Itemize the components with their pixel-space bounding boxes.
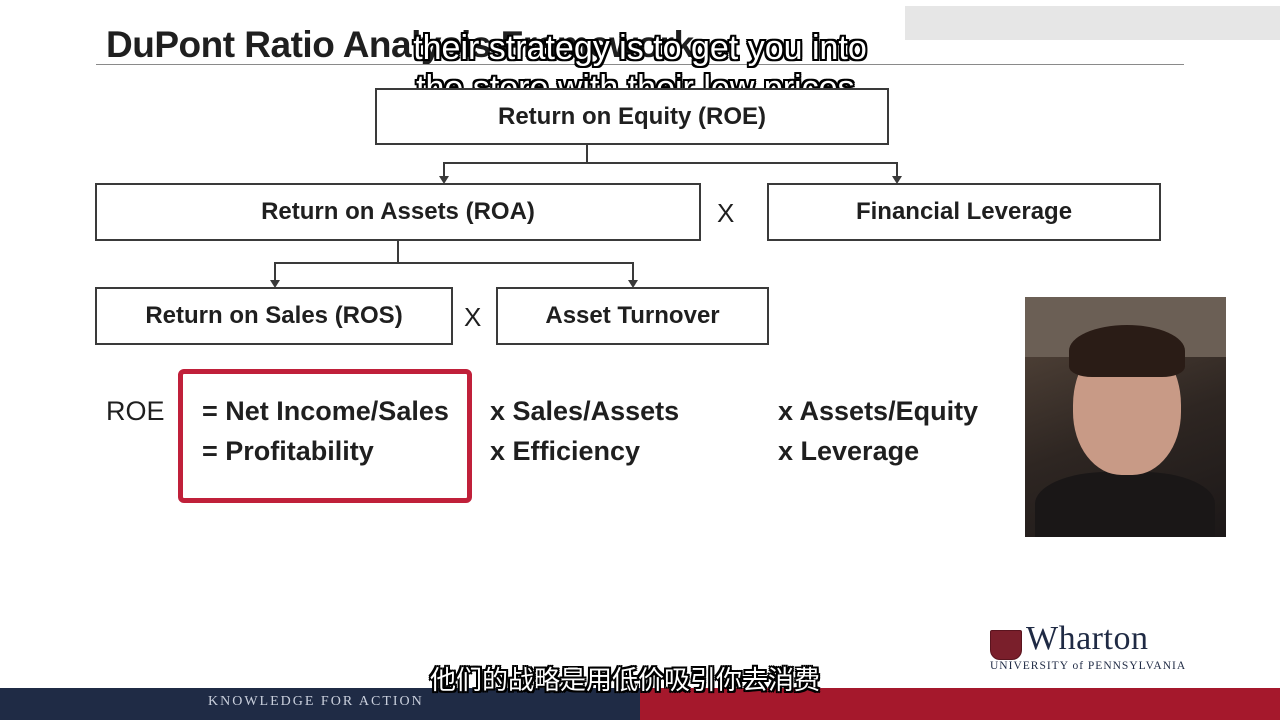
- subtitle-chinese: 他们的战略是用低价吸引你去消费: [430, 666, 821, 696]
- roa-box: Return on Assets (ROA): [95, 183, 701, 241]
- asset-turnover-box: Asset Turnover: [496, 287, 769, 345]
- university-name: UNIVERSITY of PENNSYLVANIA: [990, 660, 1187, 672]
- formula-efficiency: x Efficiency: [490, 436, 641, 466]
- multiply-sign: X: [717, 198, 735, 228]
- formula-assets-equity: x Assets/Equity: [778, 396, 979, 426]
- presenter-hair: [1069, 325, 1185, 377]
- roa-label: Return on Assets (ROA): [261, 198, 535, 225]
- arrow-icon: [270, 280, 280, 288]
- leverage-label: Financial Leverage: [855, 198, 1073, 225]
- wharton-logo: Wharton UNIVERSITY of PENNSYLVANIA: [990, 620, 1190, 676]
- footer-red: [640, 688, 1280, 720]
- subtitle-line-1: their strategy is to get you into: [413, 29, 867, 67]
- ros-box: Return on Sales (ROS): [95, 287, 453, 345]
- formula-profitability: = Profitability: [202, 436, 374, 466]
- formula-net-income-sales: = Net Income/Sales: [202, 396, 449, 426]
- title-divider: [96, 64, 1184, 65]
- arrow-icon: [892, 176, 902, 184]
- footer-tagline: KNOWLEDGE FOR ACTION: [208, 694, 424, 709]
- asset-turnover-label: Asset Turnover: [545, 302, 720, 329]
- roe-label: Return on Equity (ROE): [498, 102, 766, 130]
- formula-sales-assets: x Sales/Assets: [490, 396, 680, 426]
- roe-box: Return on Equity (ROE): [375, 88, 889, 145]
- ros-label: Return on Sales (ROS): [145, 302, 403, 329]
- connector: [586, 145, 588, 163]
- connector: [896, 162, 898, 178]
- multiply-sign: X: [464, 302, 482, 332]
- top-bar: [905, 6, 1280, 40]
- formula-leverage: x Leverage: [778, 436, 920, 466]
- presenter-video: [1025, 297, 1226, 537]
- presenter-shirt: [1035, 472, 1215, 537]
- slide-title: DuPont Ratio Analysis Framework: [106, 24, 694, 65]
- connector: [274, 262, 634, 264]
- connector: [443, 162, 898, 164]
- leverage-box: Financial Leverage: [767, 183, 1161, 241]
- penn-crest-icon: [990, 630, 1022, 660]
- highlight-box: [178, 369, 472, 503]
- arrow-icon: [439, 176, 449, 184]
- wharton-wordmark: Wharton: [1026, 620, 1149, 657]
- formula-lhs: ROE: [106, 396, 165, 426]
- connector: [397, 241, 399, 263]
- connector: [274, 262, 276, 282]
- footer-navy: [0, 688, 640, 720]
- arrow-icon: [628, 280, 638, 288]
- connector: [632, 262, 634, 282]
- connector: [443, 162, 445, 178]
